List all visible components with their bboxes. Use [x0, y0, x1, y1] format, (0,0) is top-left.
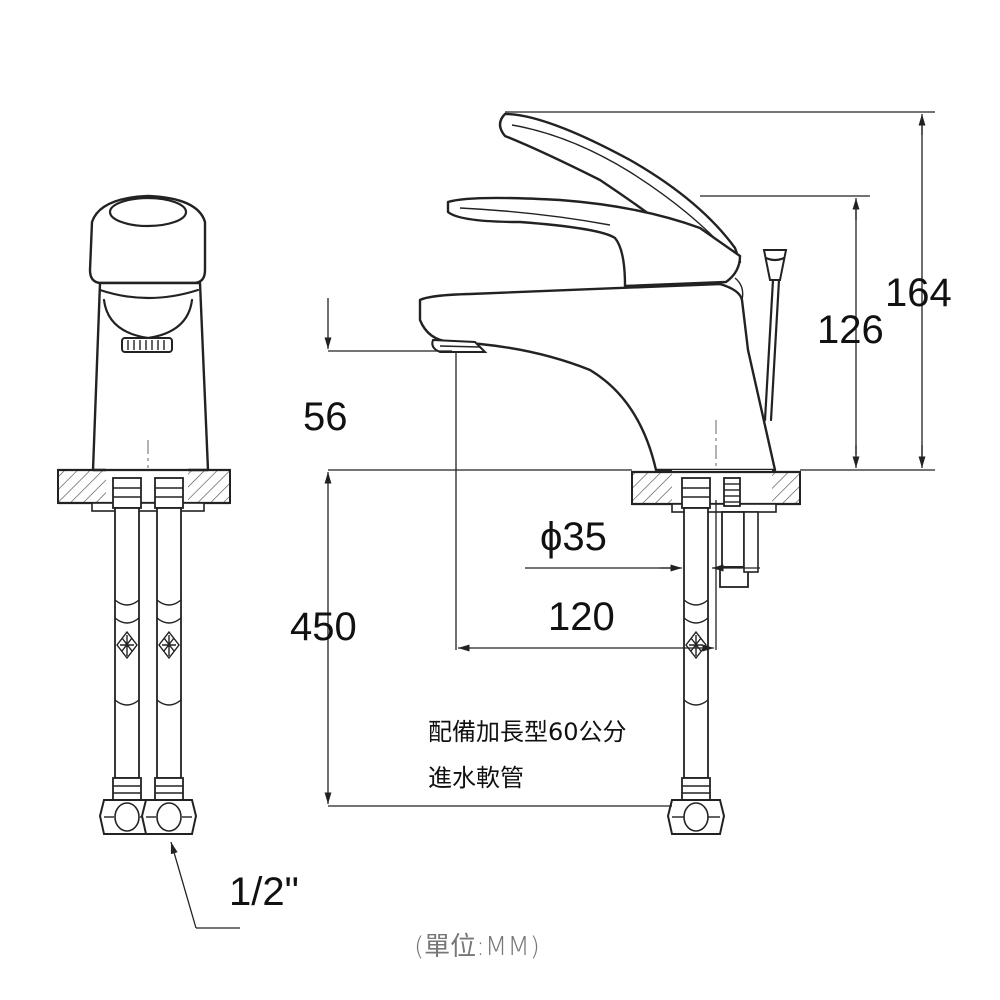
front-view: 1/2" — [56, 194, 299, 929]
unit-label: (單位:MM) — [414, 932, 540, 962]
front-body — [91, 281, 210, 472]
thread-size-label: 1/2" — [229, 870, 299, 914]
side-hose — [666, 477, 726, 835]
front-lever-top — [108, 196, 188, 228]
hose-note-line1: 配備加長型60公分 — [428, 718, 627, 746]
side-lever-closed — [446, 196, 742, 288]
dim-164-label: 164 — [885, 271, 952, 315]
front-hose-right — [140, 477, 198, 835]
side-spout-body — [418, 282, 777, 472]
dim-450-label: 450 — [290, 605, 357, 649]
dim-56-label: 56 — [303, 395, 348, 439]
dimension-lines — [324, 111, 935, 807]
front-counter — [56, 468, 232, 512]
pop-up-rod — [762, 249, 788, 422]
front-hose-left — [98, 477, 156, 835]
dim-126-label: 126 — [817, 308, 884, 352]
dim-120-label: 120 — [548, 595, 615, 639]
side-view — [418, 112, 802, 835]
front-lever-cap — [88, 194, 207, 285]
dim-35-label: ϕ35 — [540, 515, 607, 559]
mounting-stud — [719, 477, 759, 588]
hose-note-line2: 進水軟管 — [428, 764, 524, 792]
thread-size-leader: 1/2" — [170, 841, 299, 929]
